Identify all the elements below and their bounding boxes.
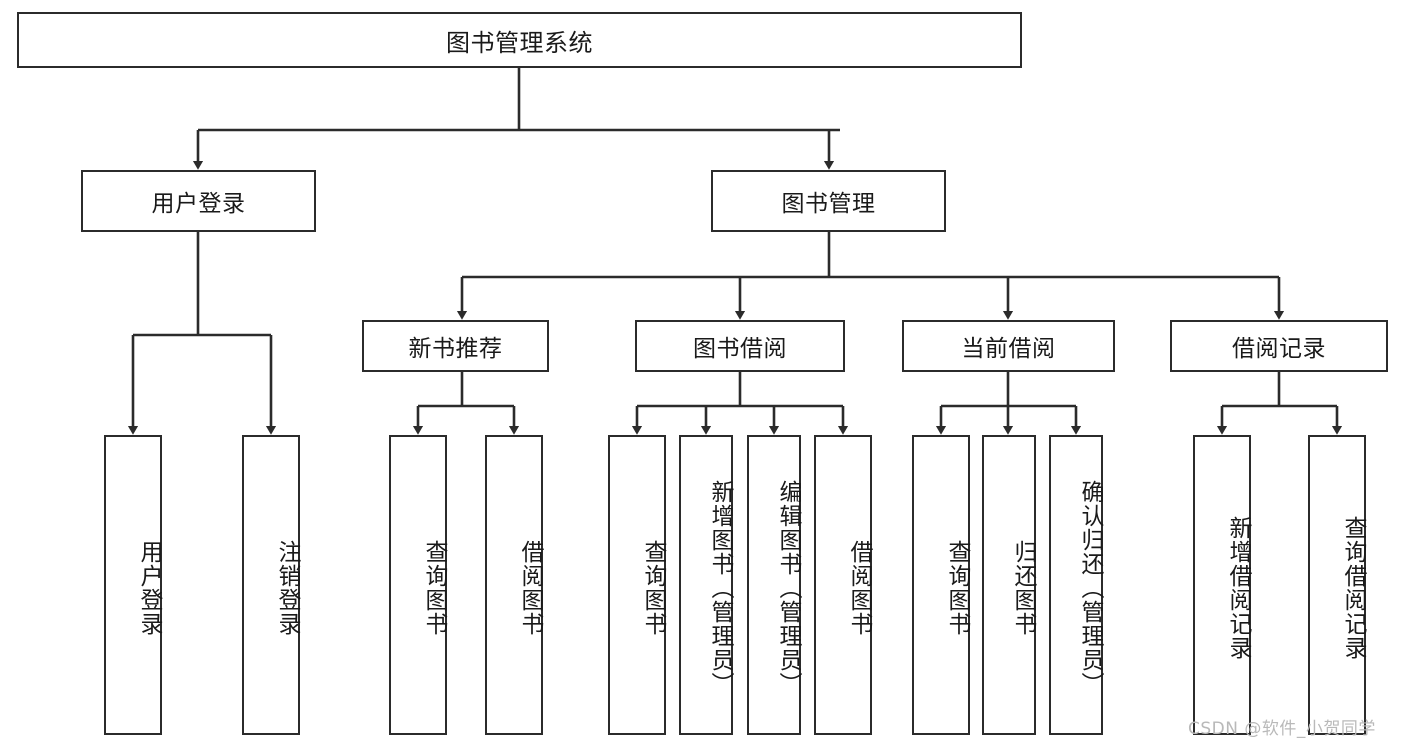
leaf-query-borrow-record[interactable]: 查询借阅记录 bbox=[1308, 435, 1366, 735]
node-label: 用户登录 bbox=[151, 191, 246, 217]
leaf-user-login[interactable]: 用户登录 bbox=[104, 435, 162, 735]
leaf-query-book-borrow[interactable]: 查询图书 bbox=[608, 435, 666, 735]
node-label: 图书管理 bbox=[781, 191, 876, 217]
node-book-management[interactable]: 图书管理 bbox=[711, 170, 946, 232]
leaf-query-book-recommend[interactable]: 查询图书 bbox=[389, 435, 447, 735]
node-label: 图书管理系统 bbox=[446, 28, 593, 57]
node-label: 新书推荐 bbox=[408, 336, 503, 362]
leaf-edit-book-admin[interactable]: 编辑图书（管理员） bbox=[747, 435, 801, 735]
leaf-logout[interactable]: 注销登录 bbox=[242, 435, 300, 735]
node-label: 新增图书（管理员） bbox=[707, 480, 733, 696]
node-label: 归还图书 bbox=[1010, 540, 1036, 636]
node-label: 查询借阅记录 bbox=[1340, 516, 1366, 660]
node-label: 注销登录 bbox=[274, 540, 300, 636]
node-borrow-record[interactable]: 借阅记录 bbox=[1170, 320, 1388, 372]
leaf-borrow-book[interactable]: 借阅图书 bbox=[814, 435, 872, 735]
node-root-book-management-system[interactable]: 图书管理系统 bbox=[17, 12, 1022, 68]
node-label: 借阅图书 bbox=[846, 540, 872, 636]
watermark: CSDN @软件_小贺同学 bbox=[1188, 719, 1376, 739]
node-label: 借阅图书 bbox=[517, 540, 543, 636]
leaf-return-book[interactable]: 归还图书 bbox=[982, 435, 1036, 735]
node-label: 查询图书 bbox=[421, 540, 447, 636]
node-label: 图书借阅 bbox=[693, 336, 787, 362]
node-user-login[interactable]: 用户登录 bbox=[81, 170, 316, 232]
node-label: 新增借阅记录 bbox=[1225, 516, 1251, 660]
node-label: 当前借阅 bbox=[961, 336, 1056, 362]
node-label: 借阅记录 bbox=[1232, 336, 1326, 362]
leaf-query-book-current[interactable]: 查询图书 bbox=[912, 435, 970, 735]
leaf-add-borrow-record[interactable]: 新增借阅记录 bbox=[1193, 435, 1251, 735]
leaf-borrow-book-recommend[interactable]: 借阅图书 bbox=[485, 435, 543, 735]
node-label: 编辑图书（管理员） bbox=[775, 480, 801, 696]
node-label: 查询图书 bbox=[640, 540, 666, 636]
node-label: 确认归还（管理员） bbox=[1077, 480, 1103, 696]
node-new-book-recommend[interactable]: 新书推荐 bbox=[362, 320, 549, 372]
leaf-add-book-admin[interactable]: 新增图书（管理员） bbox=[679, 435, 733, 735]
node-current-borrow[interactable]: 当前借阅 bbox=[902, 320, 1115, 372]
leaf-confirm-return-admin[interactable]: 确认归还（管理员） bbox=[1049, 435, 1103, 735]
node-label: 用户登录 bbox=[136, 540, 162, 636]
node-book-borrow[interactable]: 图书借阅 bbox=[635, 320, 845, 372]
node-label: 查询图书 bbox=[944, 540, 970, 636]
